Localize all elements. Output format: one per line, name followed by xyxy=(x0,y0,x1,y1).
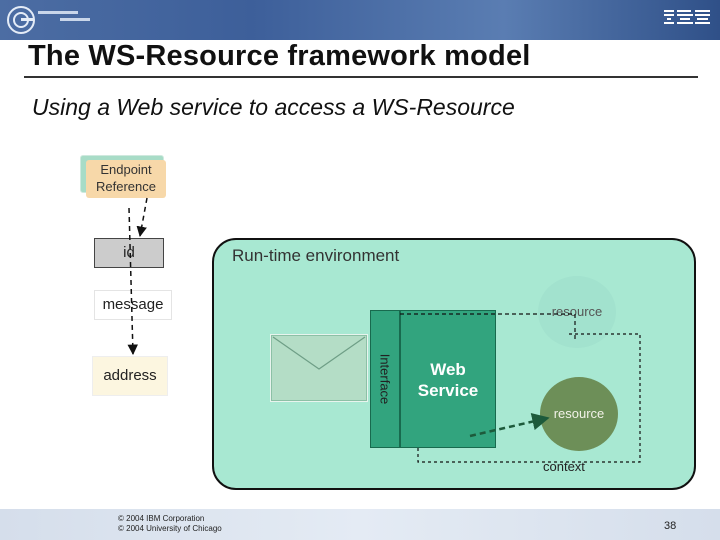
context-label: context xyxy=(543,459,585,474)
web-service-label: Web Service xyxy=(417,360,479,400)
footer-band xyxy=(0,509,720,540)
address-box: address xyxy=(92,356,168,396)
resource-top-circle: resource xyxy=(538,276,616,348)
message-box: message xyxy=(94,290,172,320)
epr-to-id-arrow xyxy=(136,197,148,238)
id-to-address-arrow xyxy=(127,207,138,356)
header-band xyxy=(0,0,720,40)
slide-subtitle: Using a Web service to access a WS-Resou… xyxy=(32,94,515,120)
interface-bar xyxy=(370,310,400,448)
title-divider xyxy=(24,76,698,78)
page-number: 38 xyxy=(664,520,677,532)
interface-label: Interface xyxy=(377,353,393,405)
web-service-box: Web Service xyxy=(400,310,496,448)
runtime-environment-label: Run-time environment xyxy=(232,246,400,265)
endpoint-reference-box: Endpoint Reference xyxy=(86,160,166,198)
id-box: id xyxy=(94,238,164,268)
envelope-icon xyxy=(270,334,368,402)
grid-logo-icon xyxy=(7,6,35,34)
endpoint-reference-label: Endpoint Reference xyxy=(96,162,156,194)
interface-label-wrap: Interface xyxy=(370,310,400,448)
header-logo-text xyxy=(38,8,90,21)
ibm-logo xyxy=(664,10,710,24)
resource-bottom-circle: resource xyxy=(540,377,618,451)
copyright-ibm: © 2004 IBM Corporation xyxy=(118,514,205,523)
copyright-uchicago: © 2004 University of Chicago xyxy=(118,524,222,533)
slide-title: The WS-Resource framework model xyxy=(28,40,531,72)
